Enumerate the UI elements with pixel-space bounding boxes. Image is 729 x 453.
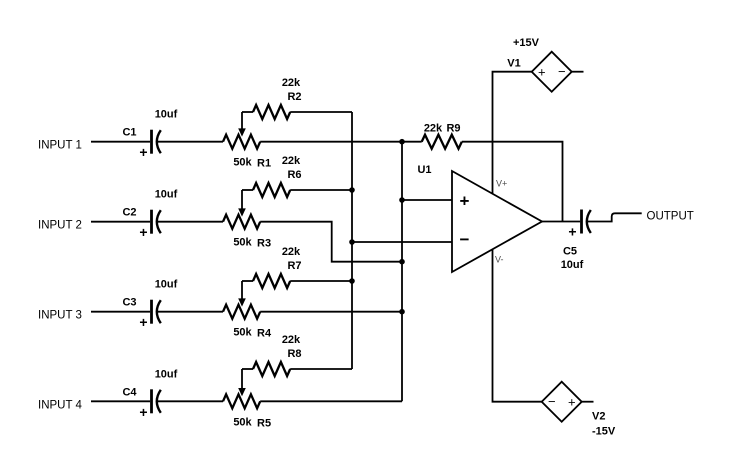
pot-r5-value: 50k: [233, 416, 252, 428]
source-v2-plus-sign: +: [568, 395, 576, 410]
source-v1-ref: V1: [507, 58, 520, 70]
pot-r4-wiper-arrow-icon: [238, 298, 246, 307]
cap-c2-polarity: +: [139, 224, 147, 240]
cap-c1-value: 10uf: [155, 109, 178, 121]
cap-c2-value: 10uf: [155, 189, 178, 201]
cap-c3-polarity: +: [139, 314, 147, 330]
pot-r3-ref: R3: [257, 238, 271, 250]
source-v1-diamond: [530, 50, 573, 93]
cap-c4-plate-curved: [155, 389, 162, 414]
cap-c5-value: 10uf: [561, 259, 584, 271]
junction-dot: [349, 239, 355, 245]
resistor-r9-zigzag: [420, 132, 463, 152]
opamp-vminus-pin-label: V-: [495, 255, 504, 265]
pot-r4-value: 50k: [233, 327, 252, 339]
source-v2-ref: V2: [592, 411, 605, 423]
junction-dot: [349, 187, 355, 193]
wire-layer: [91, 70, 642, 414]
pot-r3-wiper-arrow-icon: [238, 208, 246, 217]
source-v2-minus-sign: −: [548, 394, 556, 409]
pot-r1-wiper-arrow-icon: [238, 128, 246, 137]
source-v1-plus-sign: +: [538, 65, 546, 80]
resistor-r2-zigzag: [251, 102, 292, 122]
pot-r1-value: 50k: [233, 157, 252, 169]
input-3-label: INPUT 3: [38, 310, 82, 322]
pot-r1-ref: R1: [257, 158, 271, 170]
opamp-plus-sign: +: [460, 192, 470, 211]
output-wire: [586, 212, 642, 223]
resistor-r6-zigzag: [251, 180, 292, 200]
output-label: OUTPUT: [647, 211, 694, 223]
cap-c3-plate-curved: [155, 299, 162, 324]
cap-c3-value: 10uf: [155, 279, 178, 291]
symbol-layer: [451, 50, 583, 423]
opamp-ref: U1: [417, 164, 431, 176]
pot-r4-zigzag: [221, 301, 262, 322]
pot-r5-wiper-arrow-icon: [238, 388, 246, 397]
junction-dot: [349, 278, 355, 284]
resistor-r6-value: 22k: [282, 155, 301, 167]
cap-c2-plate-curved: [155, 209, 162, 234]
junction-dot: [399, 308, 405, 315]
r9-feedback-wire: [461, 140, 564, 222]
resistor-r7-ref: R7: [287, 260, 301, 272]
cap-c4-ref: C4: [122, 386, 137, 398]
pot-r5-zigzag: [221, 391, 262, 412]
pot-r3-out-wire: [260, 220, 402, 263]
resistor-r7-value: 22k: [282, 246, 301, 258]
channel-3-wires: [91, 271, 402, 324]
cap-c1-plate-curved: [155, 129, 162, 154]
source-v1-minus-sign: −: [558, 64, 566, 79]
cap-c5-polarity: +: [568, 224, 576, 240]
input-4-label: INPUT 4: [38, 399, 82, 411]
opamp-triangle: [451, 169, 544, 274]
pot-r3-value: 50k: [233, 237, 252, 249]
resistor-r9-value: 22k: [424, 123, 443, 135]
resistor-r2-ref: R2: [287, 91, 301, 103]
junction-dot: [399, 197, 405, 203]
cap-c4-polarity: +: [139, 404, 147, 420]
resistor-r2-value: 22k: [282, 77, 301, 89]
resistor-r9-ref: R9: [446, 123, 460, 135]
vplus-supply-wire: [491, 70, 532, 194]
junction-dot: [399, 258, 405, 265]
pot-r5-ref: R5: [257, 417, 271, 429]
opamp-vplus-pin-label: V+: [496, 179, 507, 189]
channel-2-wires: [91, 180, 402, 263]
resistor-r8-zigzag: [251, 359, 292, 379]
resistor-r8-ref: R8: [287, 348, 301, 360]
cap-c3-ref: C3: [122, 297, 136, 309]
opamp-minus-sign: −: [460, 230, 470, 249]
cap-c1-ref: C1: [122, 127, 136, 139]
resistor-r6-ref: R6: [287, 169, 301, 181]
channel-4-wires: [91, 359, 402, 414]
source-v1-value: +15V: [513, 37, 540, 49]
cap-c4-value: 10uf: [155, 368, 178, 380]
resistor-r7-zigzag: [251, 271, 292, 291]
resistor-r8-value: 22k: [282, 334, 301, 346]
cap-c5-ref: C5: [563, 246, 577, 258]
source-v2-value: -15V: [592, 426, 616, 438]
cap-c2-ref: C2: [122, 207, 136, 219]
vminus-supply-wire: [491, 249, 542, 403]
cap-c1-polarity: +: [139, 144, 147, 160]
source-v2-diamond: [540, 380, 583, 423]
pot-r4-ref: R4: [257, 328, 272, 340]
channel-1-wires: [91, 102, 402, 154]
junction-layer: [238, 128, 405, 397]
junction-dot: [399, 138, 405, 145]
pot-r1-zigzag: [221, 131, 262, 152]
pot-r3-zigzag: [221, 211, 262, 232]
input-1-label: INPUT 1: [38, 140, 82, 152]
label-layer: INPUT 1 C1 10uf + 50k R1 22k R2 INPUT 2 …: [38, 37, 694, 438]
input-2-label: INPUT 2: [38, 220, 82, 232]
